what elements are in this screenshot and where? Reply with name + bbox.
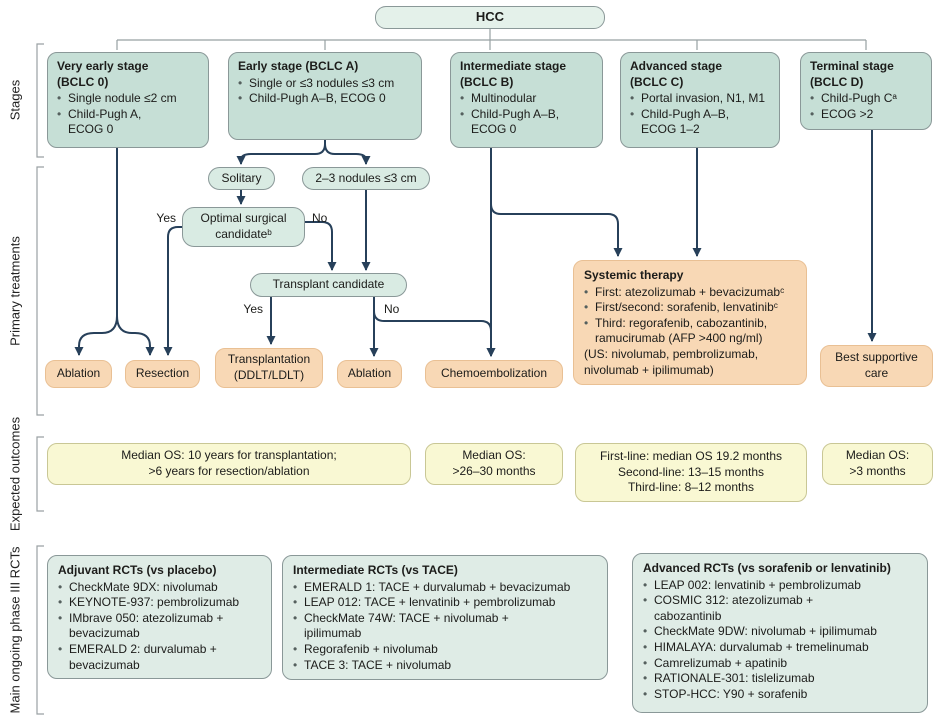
list-item: LEAP 012: TACE + lenvatinib + pembrolizu… bbox=[293, 595, 597, 611]
side-label-stages: Stages bbox=[7, 79, 23, 121]
list-item: Portal invasion, N1, M1 bbox=[630, 91, 770, 107]
label-yes-surgical: Yes bbox=[156, 211, 176, 225]
outcome-intermediate: Median OS: >26–30 months bbox=[425, 443, 563, 485]
list-item: First/second: sorafenib, lenvatinibᶜ bbox=[584, 300, 796, 316]
list-item: TACE 3: TACE + nivolumab bbox=[293, 658, 597, 674]
rct-box-adjuvant: Adjuvant RCTs (vs placebo) CheckMate 9DX… bbox=[47, 555, 272, 679]
list-item: Single or ≤3 nodules ≤3 cm bbox=[238, 76, 412, 92]
hcc-tree-connector bbox=[116, 29, 867, 50]
list-item: Child-Pugh A–B, ECOG 0 bbox=[460, 107, 593, 138]
decision-optimal-surgical-candidate: Optimal surgical candidateᵇ bbox=[182, 207, 305, 247]
stage-title: Terminal stage (BCLC D) bbox=[810, 59, 894, 89]
list-item: CheckMate 9DX: nivolumab bbox=[58, 580, 261, 596]
stages-bracket bbox=[36, 43, 44, 158]
side-label-primary-treatments: Primary treatments bbox=[7, 236, 23, 346]
list-item: Camrelizumab + apatinib bbox=[643, 656, 917, 672]
list-item: Multinodular bbox=[460, 91, 593, 107]
list-item: COSMIC 312: atezolizumab + cabozantinib bbox=[643, 593, 917, 624]
list-item: Child-Pugh A–B, ECOG 0 bbox=[238, 91, 412, 107]
rct-title: Intermediate RCTs (vs TACE) bbox=[293, 563, 458, 577]
treatment-ablation-1: Ablation bbox=[45, 360, 112, 388]
stage-box-intermediate: Intermediate stage (BCLC B) Multinodular… bbox=[450, 52, 603, 148]
label-no-transplant: No bbox=[384, 302, 400, 316]
list-item: Child-Pugh A, ECOG 0 bbox=[57, 107, 199, 138]
side-label-expected-outcomes: Expected outcomes bbox=[7, 416, 23, 532]
arrow-bclcb-to-systemic bbox=[490, 203, 623, 257]
arrow-bclca-to-solitary bbox=[236, 139, 326, 165]
stage-title: Intermediate stage (BCLC B) bbox=[460, 59, 567, 89]
expected-outcomes-bracket bbox=[36, 436, 44, 512]
treatment-ablation-2: Ablation bbox=[337, 360, 402, 388]
list-item: IMbrave 050: atezolizumab + bevacizumab bbox=[58, 611, 261, 642]
stage-title: Very early stage (BCLC 0) bbox=[57, 59, 149, 89]
stage-title: Early stage (BCLC A) bbox=[238, 59, 359, 73]
stage-box-terminal: Terminal stage (BCLC D) Child-Pugh Cᵃ EC… bbox=[800, 52, 932, 130]
list-item: Regorafenib + nivolumab bbox=[293, 642, 597, 658]
list-item: Single nodule ≤2 cm bbox=[57, 91, 199, 107]
treatment-transplantation: Transplantation (DDLT/LDLT) bbox=[215, 348, 323, 388]
list-item: STOP-HCC: Y90 + sorafenib bbox=[643, 687, 917, 703]
treatment-best-supportive-care: Best supportive care bbox=[820, 345, 933, 387]
hcc-root-box: HCC bbox=[375, 6, 605, 29]
arrow-bclc0-to-resection bbox=[116, 315, 155, 356]
list-item: First: atezolizumab + bevacizumabᶜ bbox=[584, 285, 796, 301]
rct-box-intermediate: Intermediate RCTs (vs TACE) EMERALD 1: T… bbox=[282, 555, 608, 680]
rct-title: Adjuvant RCTs (vs placebo) bbox=[58, 563, 217, 577]
rct-box-advanced: Advanced RCTs (vs sorafenib or lenvatini… bbox=[632, 553, 928, 713]
stage-title: Advanced stage (BCLC C) bbox=[630, 59, 723, 89]
stage-box-advanced: Advanced stage (BCLC C) Portal invasion,… bbox=[620, 52, 780, 148]
arrow-transplant-no-to-chemo bbox=[373, 310, 496, 357]
arrow-bclc0-to-ablation bbox=[74, 315, 118, 356]
list-item: LEAP 002: lenvatinib + pembrolizumab bbox=[643, 578, 917, 594]
stage-box-early: Early stage (BCLC A) Single or ≤3 nodule… bbox=[228, 52, 422, 140]
list-item: ECOG >2 bbox=[810, 107, 922, 123]
treatment-systemic-therapy: Systemic therapy First: atezolizumab + b… bbox=[573, 260, 807, 385]
arrow-surgical-yes-to-resection bbox=[163, 226, 182, 356]
decision-transplant-candidate: Transplant candidate bbox=[250, 273, 407, 297]
treatment-chemoembolization: Chemoembolization bbox=[425, 360, 563, 388]
list-item: HIMALAYA: durvalumab + tremelinumab bbox=[643, 640, 917, 656]
outcome-terminal: Median OS: >3 months bbox=[822, 443, 933, 485]
label-no-surgical: No bbox=[312, 211, 328, 225]
list-item: RATIONALE-301: tislelizumab bbox=[643, 671, 917, 687]
label-yes-transplant: Yes bbox=[243, 302, 263, 316]
outcome-early-stages: Median OS: 10 years for transplantation;… bbox=[47, 443, 411, 485]
arrow-bclca-to-nodules bbox=[324, 139, 371, 165]
list-item: EMERALD 2: durvalumab + bevacizumab bbox=[58, 642, 261, 673]
stage-box-very-early: Very early stage (BCLC 0) Single nodule … bbox=[47, 52, 209, 148]
rcts-bracket bbox=[36, 545, 44, 715]
list-item: EMERALD 1: TACE + durvalumab + bevacizum… bbox=[293, 580, 597, 596]
systemic-us-note: (US: nivolumab, pembrolizumab, nivolumab… bbox=[584, 346, 759, 377]
list-item: KEYNOTE-937: pembrolizumab bbox=[58, 595, 261, 611]
list-item: CheckMate 9DW: nivolumab + ipilimumab bbox=[643, 624, 917, 640]
side-label-rcts: Main ongoing phase III RCTs bbox=[7, 546, 23, 714]
decision-nodules: 2–3 nodules ≤3 cm bbox=[302, 167, 430, 190]
rct-title: Advanced RCTs (vs sorafenib or lenvatini… bbox=[643, 561, 891, 575]
systemic-title: Systemic therapy bbox=[584, 268, 684, 282]
list-item: Third: regorafenib, cabozantinib, ramuci… bbox=[584, 316, 796, 347]
outcome-advanced: First-line: median OS 19.2 months Second… bbox=[575, 443, 807, 502]
list-item: Child-Pugh Cᵃ bbox=[810, 91, 922, 107]
primary-treatments-bracket bbox=[36, 166, 44, 416]
decision-solitary: Solitary bbox=[208, 167, 275, 190]
list-item: Child-Pugh A–B, ECOG 1–2 bbox=[630, 107, 770, 138]
arrow-surgical-no-to-transplant bbox=[305, 221, 337, 271]
list-item: CheckMate 74W: TACE + nivolumab + ipilim… bbox=[293, 611, 597, 642]
treatment-resection: Resection bbox=[125, 360, 200, 388]
